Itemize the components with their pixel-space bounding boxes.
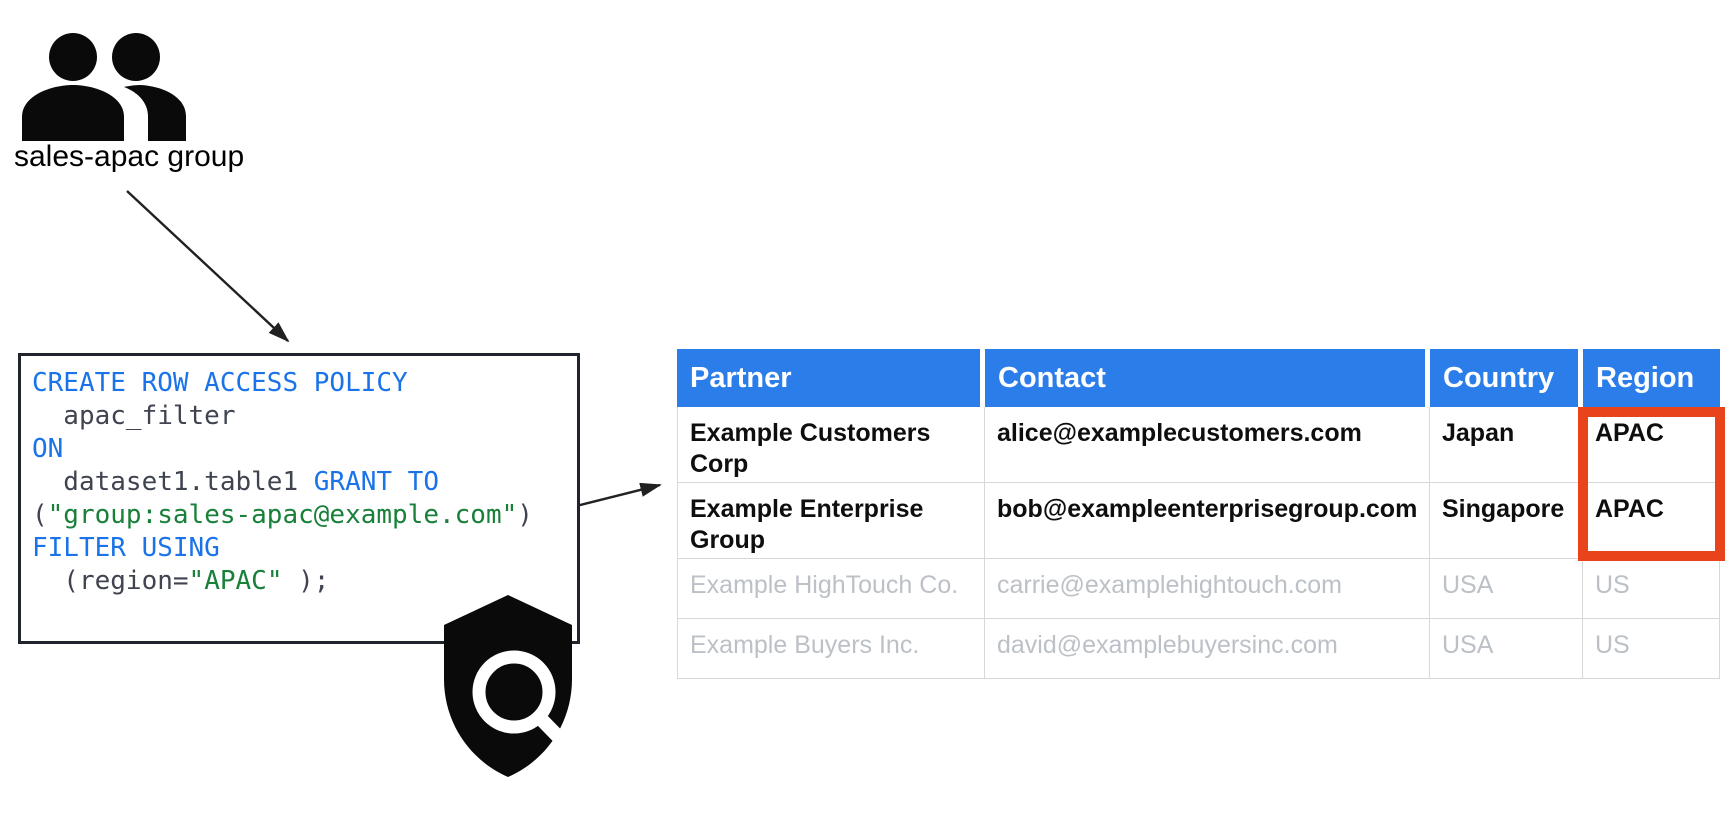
region-highlight-box [1578,407,1725,561]
cell-contact: david@examplebuyersinc.com [985,619,1430,679]
cell-country: Japan [1430,407,1583,483]
code-token: ON [32,434,64,464]
code-token: "group:sales-apac@example.com" [47,500,518,530]
code-token: apac_filter [32,401,236,431]
group-icon-body-right [124,85,186,141]
group-label: sales-apac group [14,140,245,173]
cell-partner: Example Enterprise Group [678,483,985,559]
cell-region: US [1583,559,1720,619]
table-row: Example HighTouch Co. carrie@examplehigh… [678,559,1720,619]
group-icon [22,33,186,141]
code-line: (region="APAC" ); [32,565,567,598]
table-row: Example Buyers Inc. david@examplebuyersi… [678,619,1720,679]
code-line: apac_filter [32,400,567,433]
code-token: GRANT TO [313,467,439,497]
code-line: CREATE ROW ACCESS POLICY [32,367,567,400]
code-line: ("group:sales-apac@example.com") [32,499,567,532]
shield-search-icon [444,595,588,777]
row-access-policy-code-box: CREATE ROW ACCESS POLICY apac_filter ON … [18,353,580,644]
cell-partner: Example Buyers Inc. [678,619,985,679]
arrow-group-to-policy-icon [126,190,290,343]
cell-partner: Example HighTouch Co. [678,559,985,619]
column-header-region: Region [1583,349,1720,407]
partner-table: Partner Contact Country Region Example C… [677,349,1720,679]
magnifier-handle-icon [535,714,588,766]
table-row: Example Enterprise Group bob@exampleente… [678,483,1720,559]
shield-icon [444,595,572,777]
cell-contact: carrie@examplehightouch.com [985,559,1430,619]
cell-country: Singapore [1430,483,1583,559]
table-body: Example Customers Corp alice@examplecust… [677,407,1720,679]
cell-region: US [1583,619,1720,679]
code-line: FILTER USING [32,532,567,565]
code-token: ); [282,566,330,596]
cell-country: USA [1430,619,1583,679]
code-line: ON [32,433,567,466]
code-token: FILTER USING [32,533,220,563]
group-icon-head-left [49,33,97,81]
group-icon-head-right [112,33,160,81]
group-icon-body-left [22,85,124,141]
cell-contact: bob@exampleenterprisegroup.com [985,483,1430,559]
column-header-country: Country [1430,349,1583,407]
code-token: dataset1.table1 [32,467,314,497]
code-token: "APAC" [188,566,283,596]
code-token: (region= [32,566,189,596]
table-row: Example Customers Corp alice@examplecust… [678,407,1720,483]
column-header-partner: Partner [677,349,985,407]
cell-region: APAC [1583,407,1720,483]
cell-partner: Example Customers Corp [678,407,985,483]
column-header-contact: Contact [985,349,1430,407]
magnifier-lens-icon [472,650,556,734]
table-header-row: Partner Contact Country Region [677,349,1720,407]
code-token: ( [32,500,48,530]
cell-country: USA [1430,559,1583,619]
code-token: CREATE ROW ACCESS POLICY [32,368,408,398]
code-token: ) [517,500,533,530]
cell-contact: alice@examplecustomers.com [985,407,1430,483]
code-line: dataset1.table1 GRANT TO [32,466,567,499]
